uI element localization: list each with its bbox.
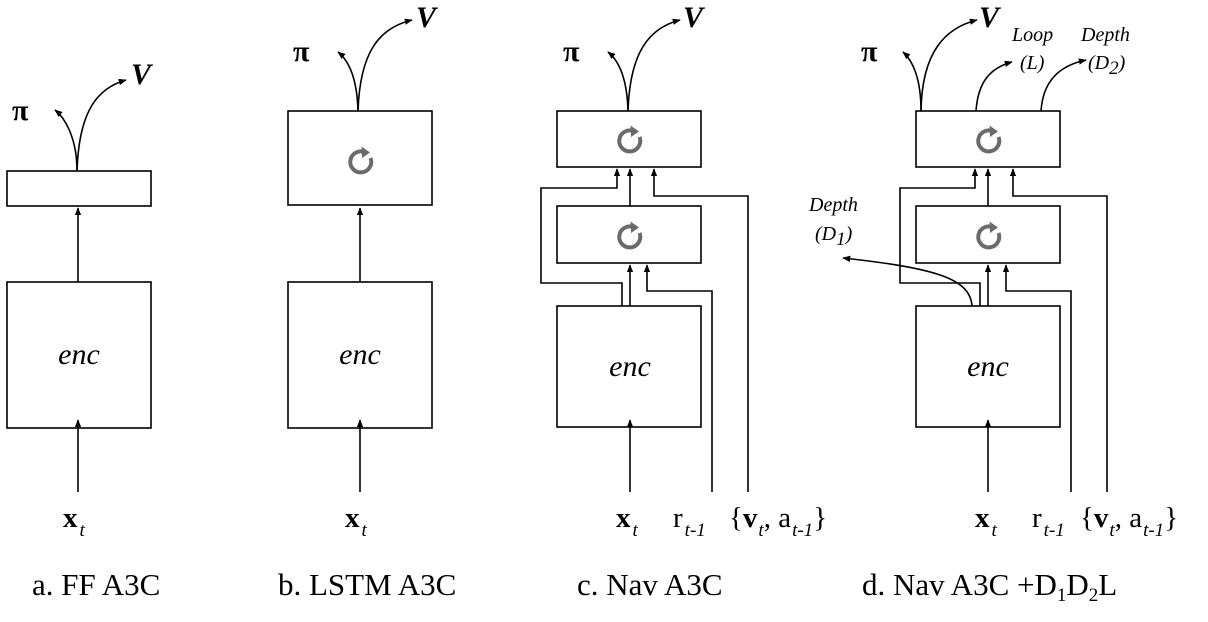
depth-d2-output-arrow (1040, 58, 1087, 112)
depth-d1-sub-label: (D1) (815, 223, 853, 250)
value-label: V (131, 58, 154, 91)
caption-c: c. Nav A3C (577, 567, 723, 602)
value-label: V (979, 1, 1002, 34)
value-arrow (357, 18, 413, 112)
lstm1-box (556, 205, 702, 264)
caption-a: a. FF A3C (32, 567, 160, 602)
depth-d2-label: Depth (1080, 24, 1130, 46)
encoder-label: enc (609, 350, 651, 383)
policy-label: π (861, 35, 878, 68)
policy-arrow (902, 51, 922, 112)
lstm-box (287, 110, 433, 206)
lstm2-box (915, 110, 1061, 168)
policy-label: π (293, 35, 310, 68)
policy-label: π (12, 94, 29, 127)
input-velocity-action: {vt, at-1} (1080, 502, 1178, 541)
encoder-label: enc (339, 338, 381, 371)
encoder-label: enc (58, 338, 100, 371)
panel-nav-a3c-aux: enc π V Loop (L) Depth (D2) Depth (D1) (808, 1, 1178, 606)
encoder-box (6, 281, 152, 429)
lstm1-box (915, 205, 1061, 264)
reward-arrow (643, 264, 713, 492)
depth-d1-label: Depth (808, 194, 858, 216)
loop-label: Loop (1011, 24, 1053, 46)
policy-arrow (607, 51, 629, 112)
velocity-action-arrow (650, 168, 749, 492)
loop-output-arrow (975, 60, 1013, 112)
reward-arrow (1002, 264, 1072, 492)
encoder-box (556, 305, 702, 428)
loop-sub-label: (L) (1020, 52, 1045, 74)
depth-d1-arrow (842, 255, 973, 307)
value-arrow (627, 18, 681, 112)
caption-d: d. Nav A3C +D1D2L (862, 567, 1117, 606)
encoder-skip-arrow (899, 168, 981, 306)
velocity-action-arrow (1009, 168, 1108, 492)
depth-d2-sub-label: (D2) (1088, 52, 1126, 79)
encoder-box (915, 305, 1061, 428)
policy-arrow (337, 51, 359, 112)
lstm2-box (556, 110, 702, 168)
feedforward-layer-box (6, 170, 152, 207)
value-arrow (76, 78, 127, 172)
input-velocity-action: {vt, at-1} (729, 502, 827, 541)
policy-arrow (54, 109, 78, 172)
value-label: V (416, 1, 439, 34)
value-label: V (683, 1, 706, 34)
encoder-skip-arrow (540, 168, 623, 306)
encoder-label: enc (967, 350, 1009, 383)
policy-label: π (563, 35, 580, 68)
value-arrow (920, 18, 978, 112)
caption-b: b. LSTM A3C (278, 567, 456, 602)
